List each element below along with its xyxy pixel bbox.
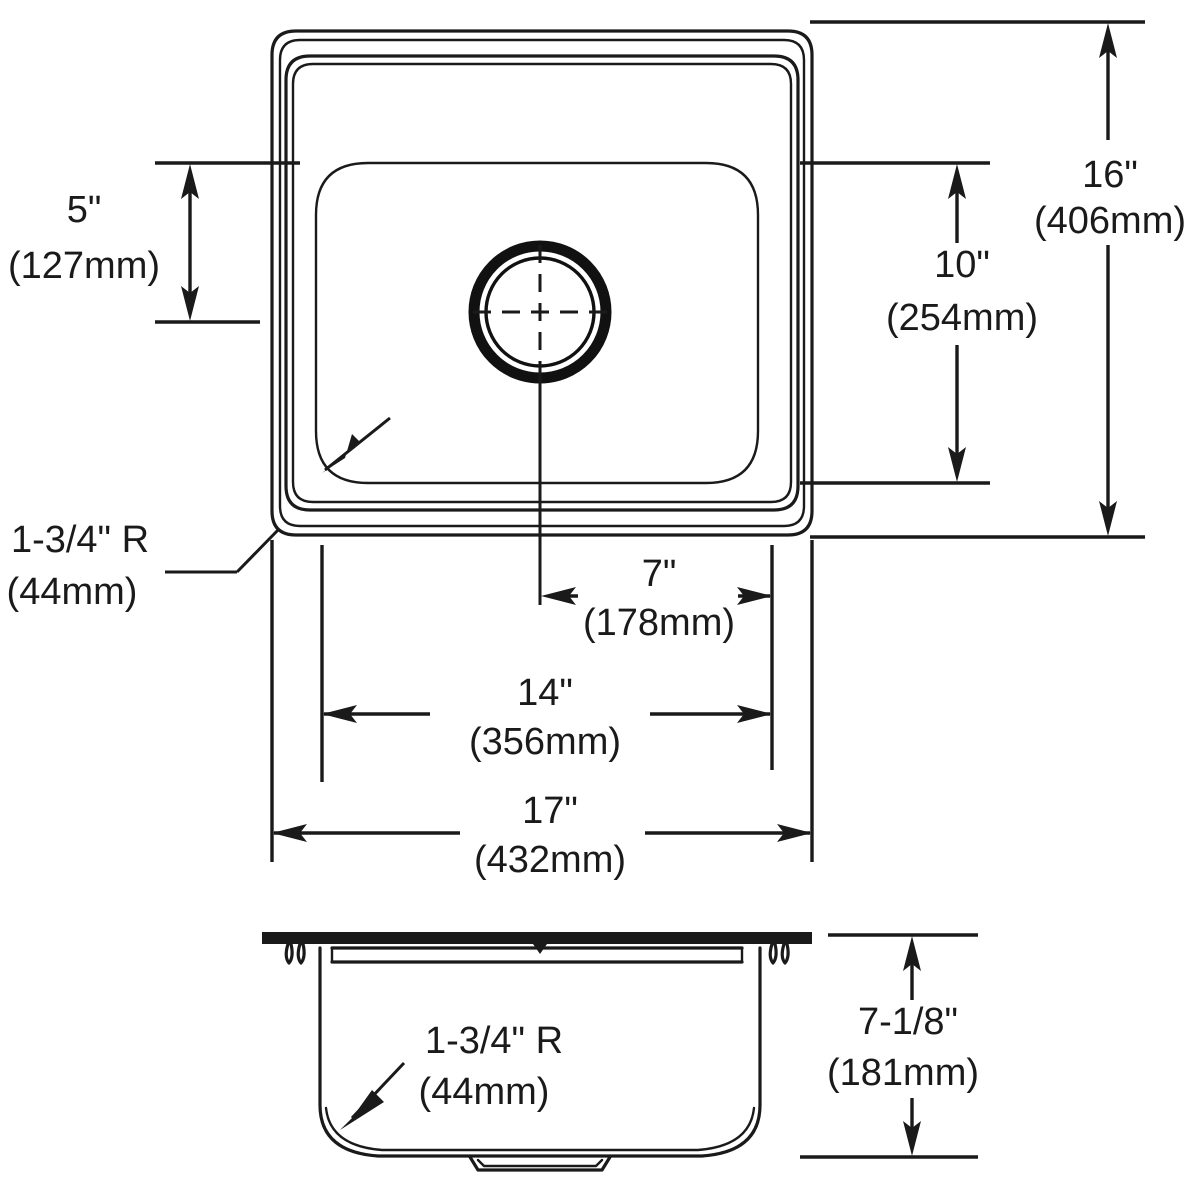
arrowhead-5in-up (181, 164, 199, 199)
dimension-10in-254mm: 10" (254mm) (800, 161, 1038, 485)
arrowhead-17in-right (777, 824, 812, 842)
rim-outer-edge (270, 29, 814, 537)
label-radius-section-metric: (44mm) (419, 1071, 550, 1113)
rim-outer-edge-inner (278, 38, 806, 528)
label-radius-top-metric: (44mm) (7, 571, 138, 613)
callout-corner-radius-top-view: 1-3/4" R (44mm) (7, 416, 391, 613)
label-14in-imperial: 14" (517, 672, 573, 714)
arrowhead-14in-left (322, 705, 357, 723)
arrowhead-16in-up (1099, 23, 1117, 58)
label-radius-section-imperial: 1-3/4" R (425, 1020, 563, 1062)
callout-corner-radius-section-view: 1-3/4" R (44mm) (340, 1020, 563, 1130)
label-radius-top-imperial: 1-3/4" R (11, 519, 149, 561)
arrowhead-7-1-8in-up (903, 936, 921, 971)
label-5in-metric: (127mm) (8, 245, 160, 287)
section-drain-boss (468, 1155, 612, 1172)
label-7in-imperial: 7" (642, 553, 677, 595)
rim-inner-band-inner (291, 62, 793, 504)
dimension-7-1-8in-181mm: 7-1/8" (181mm) (800, 933, 979, 1159)
section-drain-boss-inner (476, 1158, 604, 1168)
section-bowl-bottom-inner (324, 1106, 756, 1152)
label-7in-metric: (178mm) (583, 602, 735, 644)
arrowhead-10in-up (948, 164, 966, 199)
arrowhead-5in-down (181, 286, 199, 321)
arrowhead-7-1-8in-down (903, 1121, 921, 1156)
label-10in-imperial: 10" (934, 244, 990, 286)
arrowhead-7in-left (541, 587, 576, 605)
section-clip-left-a (284, 942, 294, 965)
label-17in-metric: (432mm) (474, 839, 626, 881)
section-rim-slab (262, 932, 812, 944)
radius-arrowhead-section (340, 1090, 384, 1130)
section-clip-right-a (768, 942, 778, 965)
arrowhead-14in-right (737, 705, 772, 723)
dimension-7in-178mm: 7" (178mm) (541, 545, 774, 770)
section-clip-right-b (780, 942, 790, 965)
dimension-16in-406mm: 16" (406mm) (810, 20, 1186, 539)
arrowhead-17in-left (272, 824, 307, 842)
bowl-outline (314, 161, 760, 485)
label-7-1-8in-metric: (181mm) (827, 1052, 979, 1094)
label-17in-imperial: 17" (522, 790, 578, 832)
section-view-sink (262, 932, 812, 1172)
dimension-17in-432mm: 17" (432mm) (270, 540, 814, 881)
label-16in-imperial: 16" (1082, 154, 1138, 196)
dimension-14in-356mm: 14" (356mm) (320, 545, 772, 782)
section-clip-left-b (296, 942, 306, 965)
radius-arrowhead-top (322, 434, 360, 473)
arrowhead-7in-right (737, 587, 772, 605)
label-14in-metric: (356mm) (469, 721, 621, 763)
label-7-1-8in-imperial: 7-1/8" (858, 1001, 958, 1043)
label-5in-imperial: 5" (67, 189, 102, 231)
section-bowl-profile (318, 946, 762, 1158)
drain-opening (468, 240, 612, 384)
leader-diagonal-radius-top (235, 528, 280, 574)
arrowhead-10in-down (948, 447, 966, 482)
dimension-5in-127mm: 5" (127mm) (8, 161, 300, 324)
rim-inner-band-outer (284, 54, 800, 512)
label-10in-metric: (254mm) (886, 297, 1038, 339)
top-view-sink-outline (270, 29, 814, 537)
arrowhead-16in-down (1099, 501, 1117, 536)
label-16in-metric: (406mm) (1034, 200, 1186, 242)
